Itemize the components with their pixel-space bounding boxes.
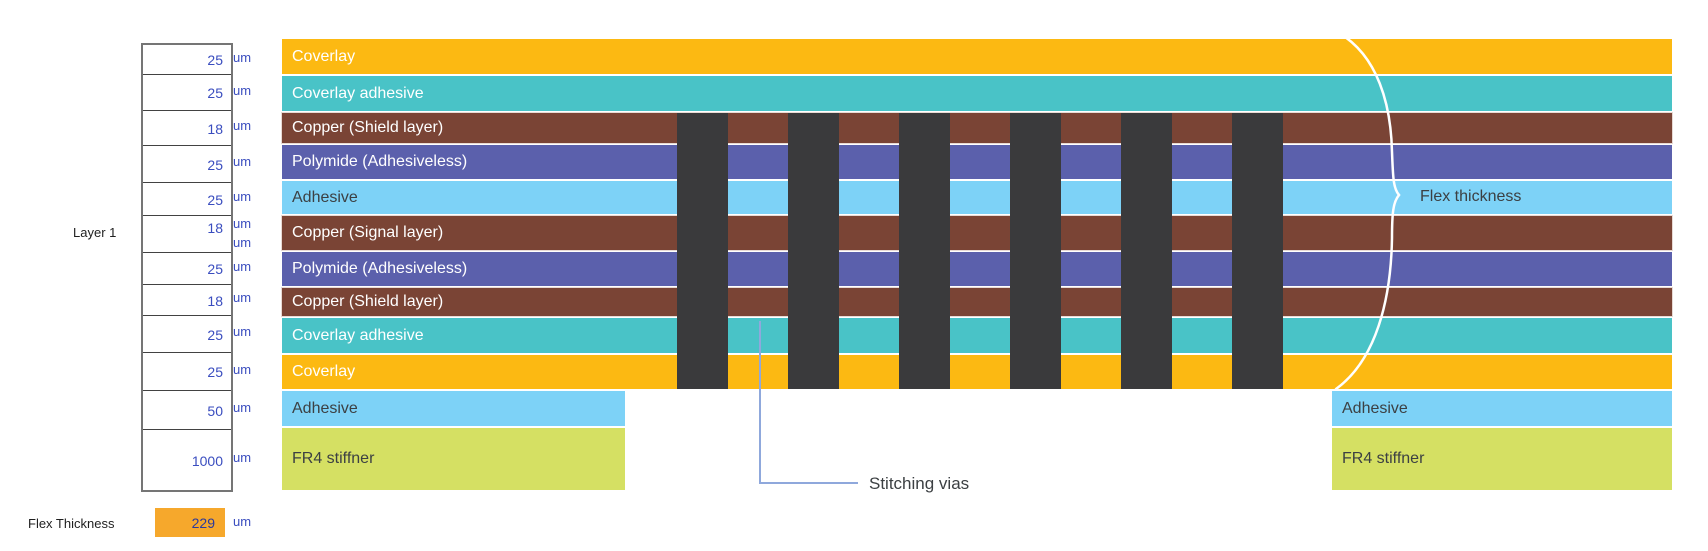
layer-bar-fr4-stiffner: FR4 stiffner (1332, 428, 1672, 490)
unit-label: um (233, 450, 252, 465)
stitching-via (1010, 113, 1061, 389)
unit-label: um (233, 189, 252, 204)
layer-bar-polymide-adhesiveless: Polymide (Adhesiveless) (282, 252, 1672, 286)
thickness-row: 18 (143, 215, 231, 252)
layer-bar-coverlay: Coverlay (282, 39, 1672, 74)
layer-bar-label: Adhesive (1342, 399, 1408, 417)
stitching-vias-label: Stitching vias (869, 474, 970, 493)
layer-bar-copper-shield-layer: Copper (Shield layer) (282, 288, 1672, 316)
stitching-vias-callout-hline (759, 482, 858, 484)
flex-thickness-total-value: 229 (191, 514, 215, 531)
stitching-via (788, 113, 839, 389)
stitching-via (899, 113, 950, 389)
flex-thickness-total-box: 229 (155, 508, 225, 537)
layer-bar-adhesive: Adhesive (282, 181, 1672, 214)
layer-bar-label: Adhesive (292, 188, 358, 206)
thickness-value: 18 (207, 120, 223, 137)
thickness-value: 25 (207, 191, 223, 208)
stitching-via (1121, 113, 1172, 389)
layer-bar-coverlay-adhesive: Coverlay adhesive (282, 76, 1672, 111)
stitching-via (677, 113, 728, 389)
layer-bar-copper-shield-layer: Copper (Shield layer) (282, 113, 1672, 143)
unit-label: um (233, 50, 252, 65)
thickness-row: 25 (143, 74, 231, 110)
layer-bar-polymide-adhesiveless: Polymide (Adhesiveless) (282, 145, 1672, 179)
layer-bar-adhesive: Adhesive (282, 391, 625, 426)
thickness-row: 50 (143, 390, 231, 429)
thickness-row: 25 (143, 352, 231, 390)
thickness-row: 25 (143, 145, 231, 182)
unit-label: um (233, 361, 252, 377)
layer-bar-label: Coverlay (292, 363, 356, 380)
thickness-value: 18 (207, 292, 223, 309)
thickness-value: 50 (207, 402, 223, 419)
layer-bar-label: Adhesive (292, 399, 358, 417)
layer-bar-label: Copper (Signal layer) (292, 224, 444, 241)
thickness-value: 25 (207, 51, 223, 68)
thickness-value: 18 (207, 220, 223, 236)
layer-bar-label: Coverlay (292, 47, 356, 65)
unit-label: um (233, 400, 252, 415)
layer-bar-coverlay: Coverlay (282, 355, 1672, 389)
thickness-value: 25 (207, 156, 223, 173)
layer-bar-label: Polymide (Adhesiveless) (292, 153, 468, 170)
stitching-via (1232, 113, 1283, 389)
layer-bar-label: Copper (Shield layer) (292, 119, 444, 136)
thickness-row: 1000 (143, 429, 231, 490)
layer-bar-copper-signal-layer: Copper (Signal layer) (282, 216, 1672, 250)
unit-label: um (233, 258, 252, 274)
thickness-row: 18 (143, 110, 231, 145)
thickness-value: 25 (207, 261, 223, 277)
layer-bar-coverlay-adhesive: Coverlay adhesive (282, 318, 1672, 353)
layer-bar-label: Copper (Shield layer) (292, 293, 444, 310)
thickness-row: 25 (143, 182, 231, 215)
thickness-value: 25 (207, 326, 223, 343)
layer-bar-label: Polymide (Adhesiveless) (292, 260, 468, 277)
unit-label: um (233, 235, 252, 250)
flex-thickness-total-unit: um (233, 514, 252, 529)
thickness-row: 25 (143, 315, 231, 352)
thickness-table: 25 25 18 25 25 18 25 18 25 25 50 1000 (141, 43, 233, 492)
layer-bar-fr4-stiffner: FR4 stiffner (282, 428, 625, 490)
layer-bar-label: FR4 stiffner (1342, 450, 1425, 467)
unit-label: um (233, 154, 252, 169)
stitching-vias-callout-vline (759, 321, 761, 484)
thickness-value: 25 (207, 364, 223, 380)
layer-bar-adhesive: Adhesive (1332, 391, 1672, 426)
unit-label: um (233, 290, 252, 305)
unit-label: um (233, 216, 252, 231)
unit-label: um (233, 118, 252, 133)
layer-pointer-label: Layer 1 (73, 225, 117, 240)
layer-bar-label: Coverlay adhesive (292, 326, 424, 344)
thickness-row: 25 (143, 252, 231, 284)
unit-label: um (233, 82, 252, 98)
flex-thickness-total-label: Flex Thickness (28, 516, 115, 531)
layer-bar-label: Coverlay adhesive (292, 84, 424, 102)
thickness-value: 1000 (191, 452, 223, 469)
layer-bar-label: FR4 stiffner (292, 450, 375, 467)
unit-label: um (233, 324, 252, 339)
thickness-value: 25 (207, 85, 223, 101)
thickness-row: 25 (143, 45, 231, 74)
flex-thickness-label: Flex thickness (1420, 188, 1522, 205)
thickness-row: 18 (143, 284, 231, 315)
